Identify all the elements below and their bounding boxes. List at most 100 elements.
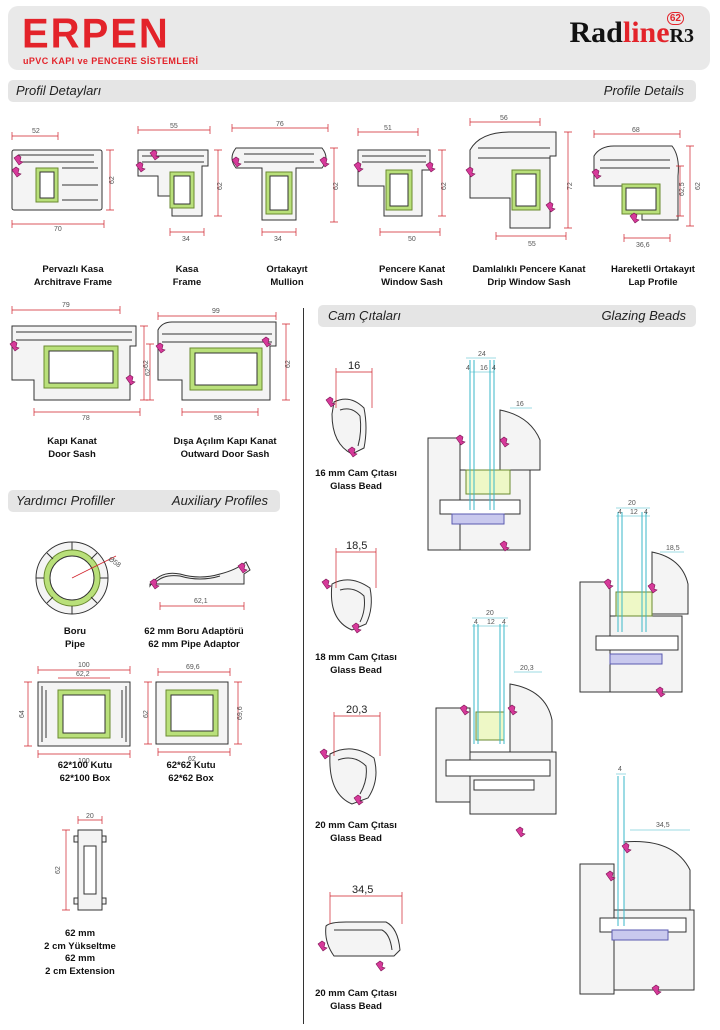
dim-text: 56 [500, 115, 508, 122]
dim-text: 68 [632, 127, 640, 134]
caption-frame: Kasa Frame [142, 264, 232, 289]
caption-en: Outward Door Sash [180, 448, 270, 460]
dim-text: 62 [333, 182, 340, 190]
caption-box-62x100: 62*100 Kutu 62*100 Box [40, 760, 130, 785]
detail-dim-text: 12 [487, 619, 495, 626]
detail-dim-text: 4 [618, 509, 622, 516]
glazing-detail-2-dims [616, 507, 684, 553]
caption-en: Frame [172, 276, 202, 288]
dim-text: 79 [62, 302, 70, 309]
dim-text: 69,6 [237, 706, 244, 720]
bead-34-dims [329, 892, 403, 924]
bead-dim-text: 34,5 [352, 884, 373, 896]
profile-mullion-dims [231, 124, 338, 236]
caption-en: Glass Bead [330, 664, 382, 676]
dim-text: 36,6 [636, 242, 650, 249]
profile-door-sash-drawing [9, 325, 137, 401]
caption-en: Mullion [270, 276, 304, 288]
aux-box-62x62-drawing [155, 681, 229, 745]
dim-text: 62 [55, 866, 62, 874]
bead-dim-text: 20,3 [346, 704, 367, 716]
caption-tr: Kapı Kanat [47, 436, 97, 447]
aux-pipe-drawing [35, 541, 117, 615]
caption-l4: 2 cm Extension [45, 965, 115, 977]
caption-extension: 62 mm 2 cm Yükseltme 62 mm 2 cm Extensio… [30, 928, 130, 978]
profile-drip-window-sash-drawing [465, 131, 557, 229]
aux-box-62x100-drawing [37, 681, 131, 747]
product-name-a: Rad [569, 16, 623, 49]
dim-text: 100 [78, 662, 90, 669]
dim-text: 76 [276, 121, 284, 128]
dim-text: 70 [54, 226, 62, 233]
caption-lap-profile: Hareketli Ortakayıt Lap Profile [598, 264, 708, 289]
product-logo: RadlineR3 62 [569, 12, 694, 60]
caption-bead-16: 16 mm Cam Çıtası Glass Bead [306, 468, 406, 493]
dim-text: 55 [528, 241, 536, 248]
detail-dim-text: 16 [480, 365, 488, 372]
bead-18-drawing [321, 578, 372, 634]
caption-en: Glass Bead [330, 480, 382, 492]
dim-text: 50 [408, 236, 416, 243]
caption-tr: 20 mm Cam Çıtası [315, 988, 397, 999]
detail-dim-text: 4 [644, 509, 648, 516]
detail-dim-text: 4 [492, 365, 496, 372]
bead-20-dims [333, 712, 381, 756]
bead-20-drawing [319, 748, 377, 806]
caption-tr: Pencere Kanat [378, 264, 445, 275]
dim-text: 62 [441, 182, 448, 190]
glazing-detail-3 [435, 624, 557, 838]
caption-tr: Kasa [175, 264, 199, 275]
caption-drip-window-sash: Damlalıklı Pencere Kanat Drip Window Sas… [464, 264, 594, 289]
brand-tagline: uPVC KAPI ve PENCERE SİSTEMLERİ [23, 56, 199, 66]
aux-title-tr: Yardımcı Profiller [16, 493, 115, 508]
dim-text: 78 [82, 415, 90, 422]
bead-dim-text: 18,5 [346, 540, 367, 552]
aux-extension-dims [62, 816, 103, 911]
caption-tr: Pervazlı Kasa [42, 264, 104, 275]
beads-section-bar: Cam Çıtaları Glazing Beads [318, 305, 696, 327]
profile-architrave-frame-dims [11, 132, 114, 228]
caption-pipe-adaptor: 62 mm Boru Adaptörü 62 mm Pipe Adaptor [136, 626, 252, 651]
detail-dim-text: 20,3 [520, 665, 534, 672]
glazing-detail-1-dims [466, 357, 532, 409]
caption-l2: 62 mm Pipe Adaptor [148, 638, 240, 650]
caption-bead-18: 18 mm Cam Çıtası Glass Bead [306, 652, 406, 677]
dim-text: 72 [567, 182, 574, 190]
caption-tr: 18 mm Cam Çıtası [315, 652, 397, 663]
dim-text: 62 [109, 176, 116, 184]
dim-text: 62,1 [194, 598, 208, 605]
dim-text: 62 [145, 368, 152, 376]
dim-text: 62 [285, 360, 292, 368]
caption-window-sash: Pencere Kanat Window Sash [362, 264, 462, 289]
profile-frame-dims [137, 126, 222, 236]
bead-18-dims [335, 548, 377, 588]
bead-16-drawing [325, 396, 367, 458]
glazing-detail-3-dims [472, 617, 542, 673]
caption-tr: 20 mm Cam Çıtası [315, 820, 397, 831]
detail-dim-text: 4 [618, 766, 622, 773]
caption-l1: 62 mm [64, 928, 96, 939]
dim-text: 58 [214, 415, 222, 422]
dim-text: 34 [274, 236, 282, 243]
dim-text: 62,5 [679, 182, 686, 196]
dim-text: 55 [170, 123, 178, 130]
dim-text: 20 [86, 813, 94, 820]
caption-pipe: Boru Pipe [40, 626, 110, 651]
caption-l2: 62*62 Box [168, 772, 214, 784]
dim-text: 51 [384, 125, 392, 132]
glazing-detail-1 [427, 360, 541, 552]
dim-text: 34 [182, 236, 190, 243]
caption-en: Lap Profile [628, 276, 678, 288]
caption-outward-door-sash: Dışa Açılım Kapı Kanat Outward Door Sash [160, 436, 290, 461]
dim-text: 99 [212, 308, 220, 315]
caption-l2: 62*100 Box [59, 772, 111, 784]
glazing-detail-4 [579, 776, 695, 996]
aux-title-en: Auxiliary Profiles [171, 493, 268, 508]
detail-dim-text: 12 [630, 509, 638, 516]
detail-dim-text: 18,5 [666, 545, 680, 552]
aux-pipe-adaptor-dims [159, 602, 245, 610]
dim-text: 100 [78, 758, 90, 765]
brand-logo: ERPEN [22, 10, 170, 58]
detail-dim-text: 20 [628, 500, 636, 507]
